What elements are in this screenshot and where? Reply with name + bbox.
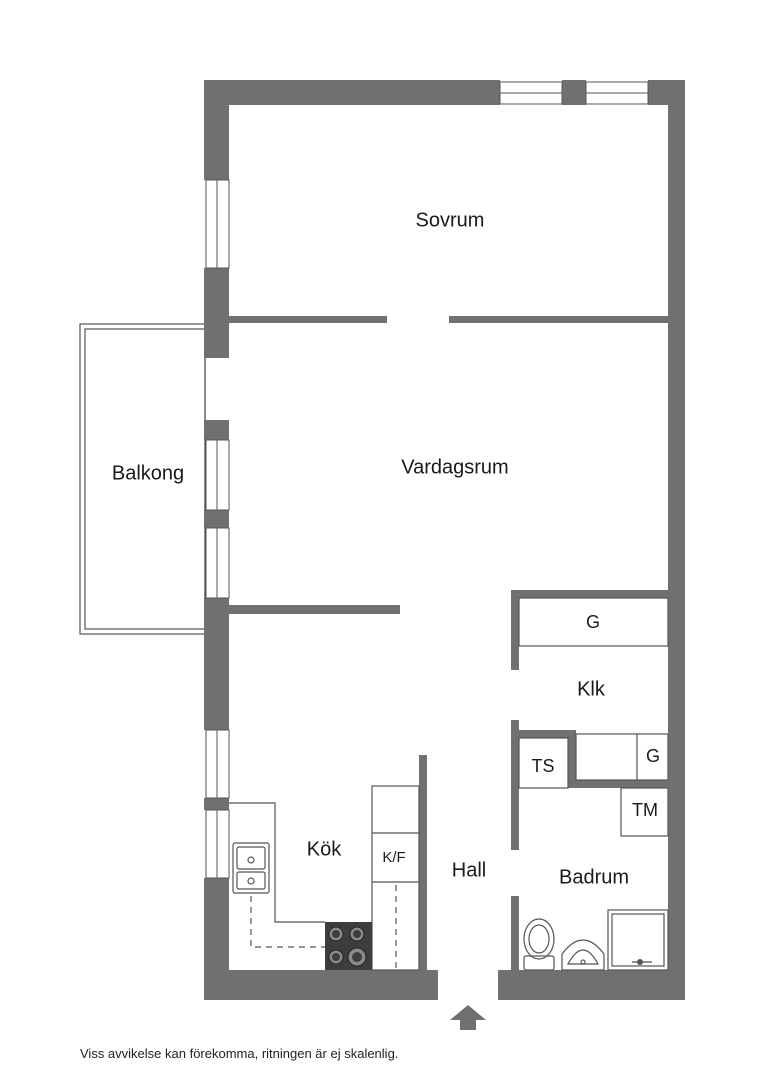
washbasin-icon [561, 939, 605, 971]
washer-box [620, 787, 669, 837]
kitchen-counter [229, 802, 325, 923]
dryer-box [518, 737, 569, 789]
fridge-column [371, 785, 420, 971]
sink-icon [232, 842, 270, 894]
stove-icon [325, 922, 372, 970]
wardrobe-bottom [575, 733, 669, 781]
room-label-klk: Klk [577, 678, 606, 700]
balcony [79, 323, 206, 635]
interior-walls [229, 316, 668, 970]
entrance-arrow-icon [450, 1005, 486, 1030]
windows [205, 81, 649, 879]
wardrobe-top [518, 597, 669, 647]
room-label-balkong: Balkong [112, 462, 184, 484]
room-label-kok: Kök [307, 838, 342, 860]
toilet-icon [523, 918, 555, 971]
washer-label: TM [632, 800, 658, 820]
outer-walls [204, 80, 685, 1000]
room-label-vardagsrum: Vardagsrum [401, 456, 508, 478]
fixtures [229, 597, 669, 971]
fridge-label: K/F [382, 849, 405, 866]
room-label-badrum: Badrum [559, 866, 629, 888]
room-label-hall: Hall [452, 859, 486, 881]
wardrobe-label-top: G [586, 612, 600, 632]
wardrobe-label-bottom: G [646, 746, 660, 766]
shower-icon [607, 909, 669, 971]
room-label-sovrum: Sovrum [416, 209, 485, 231]
dryer-label: TS [531, 756, 554, 776]
disclaimer-text: Viss avvikelse kan förekomma, ritningen … [80, 1046, 399, 1061]
